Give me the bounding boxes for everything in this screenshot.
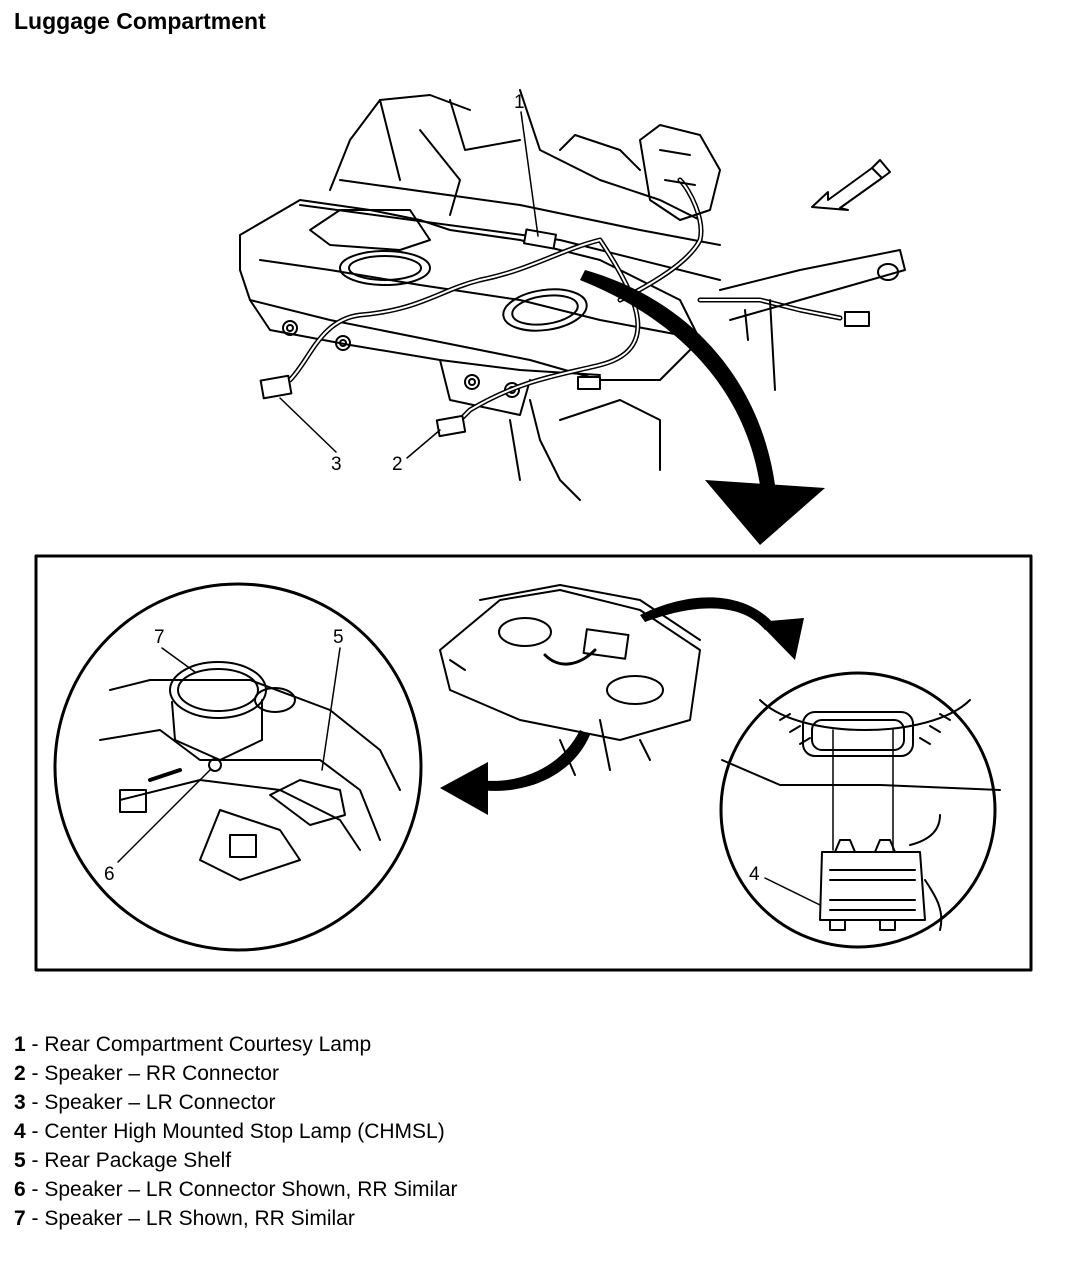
arrow-to-speaker <box>480 730 590 791</box>
legend-item-3: 3 - Speaker – LR Connector <box>14 1091 276 1114</box>
callout-6: 6 <box>104 864 115 885</box>
legend-item-1: 1 - Rear Compartment Courtesy Lamp <box>14 1033 372 1056</box>
callout-2: 2 <box>392 454 403 475</box>
callout-1: 1 <box>514 92 525 113</box>
luggage-compartment-illustration: 1 3 2 7 5 6 <box>34 89 1033 972</box>
top-overview-drawing <box>239 89 906 545</box>
callout-7: 7 <box>154 627 165 648</box>
diagram-title: Luggage Compartment <box>14 8 266 34</box>
parts-legend: 1 - Rear Compartment Courtesy Lamp 2 - S… <box>14 1030 458 1233</box>
callout-3: 3 <box>331 454 342 475</box>
callout-5: 5 <box>333 627 344 648</box>
legend-item-2: 2 - Speaker – RR Connector <box>14 1062 279 1085</box>
detail-panel-frame <box>34 554 1033 972</box>
legend-item-5: 5 - Rear Package Shelf <box>14 1149 232 1172</box>
arrow-to-chmsl <box>640 597 775 630</box>
chmsl-detail-circle <box>719 671 1001 949</box>
legend-item-7: 7 - Speaker – LR Shown, RR Similar <box>14 1207 355 1230</box>
speaker-detail-circle <box>53 582 423 952</box>
legend-item-6: 6 - Speaker – LR Connector Shown, RR Sim… <box>14 1178 458 1201</box>
legend-item-4: 4 - Center High Mounted Stop Lamp (CHMSL… <box>14 1120 445 1143</box>
callout-4: 4 <box>749 864 760 885</box>
package-shelf-sketch <box>439 584 701 776</box>
